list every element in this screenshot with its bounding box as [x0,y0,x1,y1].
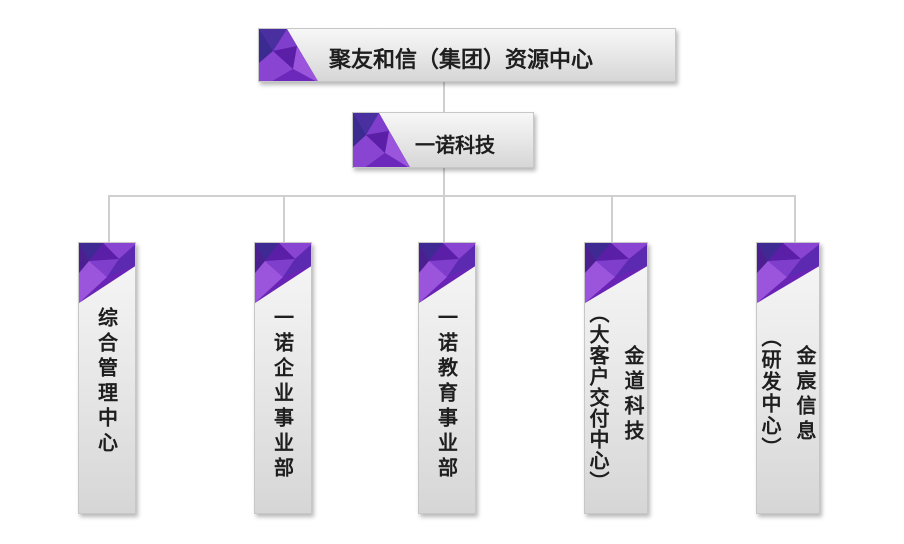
purple-polygon-decoration [757,243,819,303]
connector-drop-5 [794,195,796,243]
purple-polygon-decoration [353,113,410,167]
connector-drop-4 [611,195,613,243]
purple-polygon-decoration [419,243,475,303]
department-label-line-1: 一诺教育事业部 [434,307,459,482]
purple-polygon-decoration [259,29,318,81]
department-label: 金宸信息 （研发中心） [757,327,819,503]
department-node-2: 一诺企业事业部 [254,242,312,514]
department-label-line-2: （大客户交付中心） [586,303,610,492]
connector-root-to-sub [443,82,445,112]
root-node-label: 聚友和信（集团）资源中心 [329,48,594,73]
connector-drop-3 [443,195,445,243]
department-label-line-1: 金道科技 [621,345,645,445]
sub-node-label: 一诺科技 [415,133,495,157]
purple-polygon-decoration [255,243,311,303]
sub-node: 一诺科技 [352,112,534,168]
department-node-5: 金宸信息 （研发中心） [756,242,820,514]
department-label: 一诺教育事业部 [419,307,475,503]
department-label: 金道科技 （大客户交付中心） [585,303,647,503]
department-label: 综合管理中心 [79,307,135,503]
purple-polygon-decoration [585,243,647,303]
department-label-line-1: 金宸信息 [793,345,817,445]
department-label-line-1: 一诺企业事业部 [270,307,295,482]
department-node-1: 综合管理中心 [78,242,136,514]
connector-horizontal-bus [108,195,796,197]
connector-drop-1 [108,195,110,243]
root-node: 聚友和信（集团）资源中心 [258,28,676,82]
department-label-line-2: （研发中心） [758,327,782,459]
department-label-line-1: 综合管理中心 [94,307,119,457]
department-node-3: 一诺教育事业部 [418,242,476,514]
department-node-4: 金道科技 （大客户交付中心） [584,242,648,514]
purple-polygon-decoration [79,243,135,303]
connector-sub-to-bus [443,168,445,196]
connector-drop-2 [283,195,285,243]
department-label: 一诺企业事业部 [255,307,311,503]
